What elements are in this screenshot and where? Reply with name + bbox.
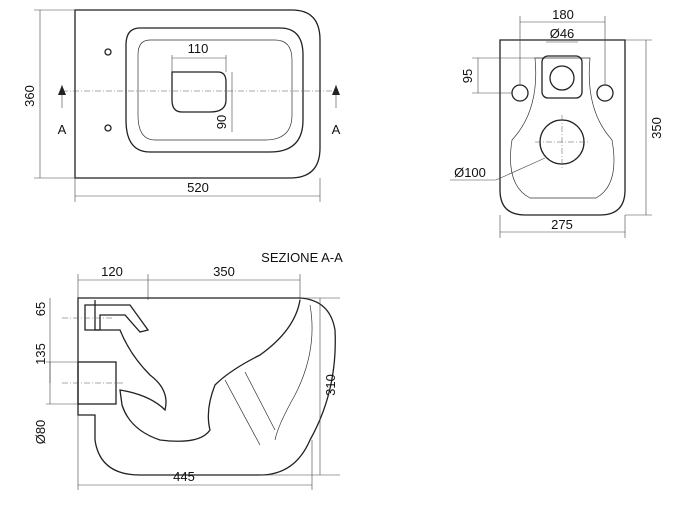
width-label: 275 xyxy=(551,217,573,232)
outlet-depth-label: 90 xyxy=(214,115,229,129)
outlet-diameter-label: Ø80 xyxy=(33,420,48,445)
depth-label: 360 xyxy=(22,85,37,107)
fixing-hole xyxy=(511,84,529,102)
section-marker-left: A xyxy=(58,122,67,137)
outlet-diameter-label: Ø100 xyxy=(454,165,486,180)
flush-inlet xyxy=(84,304,150,333)
top-view: 360 110 90 A A 520 xyxy=(22,9,341,202)
fixing-height-label: 95 xyxy=(460,69,475,83)
seat-opening xyxy=(125,27,304,153)
length-label: 445 xyxy=(173,469,195,484)
bowl-profile xyxy=(94,299,301,442)
outlet-width-label: 110 xyxy=(188,41,209,56)
section-title: SEZIONE A-A xyxy=(261,250,343,265)
fixing-hole xyxy=(104,124,112,132)
fixing-hole xyxy=(104,48,112,56)
back-outline xyxy=(499,39,626,216)
section-view: SEZIONE A-A 120 350 65 135 Ø80 310 445 xyxy=(33,250,343,490)
fixing-hole xyxy=(596,84,614,102)
outlet-shape xyxy=(171,71,227,113)
back-view: 180 Ø46 95 350 Ø100 275 xyxy=(450,7,664,238)
supply-diameter-label: Ø46 xyxy=(550,26,575,41)
fixing-spacing-label: 180 xyxy=(552,7,574,22)
height-label: 350 xyxy=(649,117,664,139)
width-label: 520 xyxy=(187,180,209,195)
outlet-height-label: 135 xyxy=(33,343,48,365)
rear-offset-label: 120 xyxy=(101,264,123,279)
outlet-distance-label: 350 xyxy=(213,264,235,279)
section-marker-right: A xyxy=(332,122,341,137)
supply-inlet xyxy=(541,55,583,99)
top-outline xyxy=(74,9,321,179)
height-label: 310 xyxy=(323,374,338,396)
section-outline xyxy=(77,297,336,476)
supply-height-label: 65 xyxy=(33,302,48,316)
